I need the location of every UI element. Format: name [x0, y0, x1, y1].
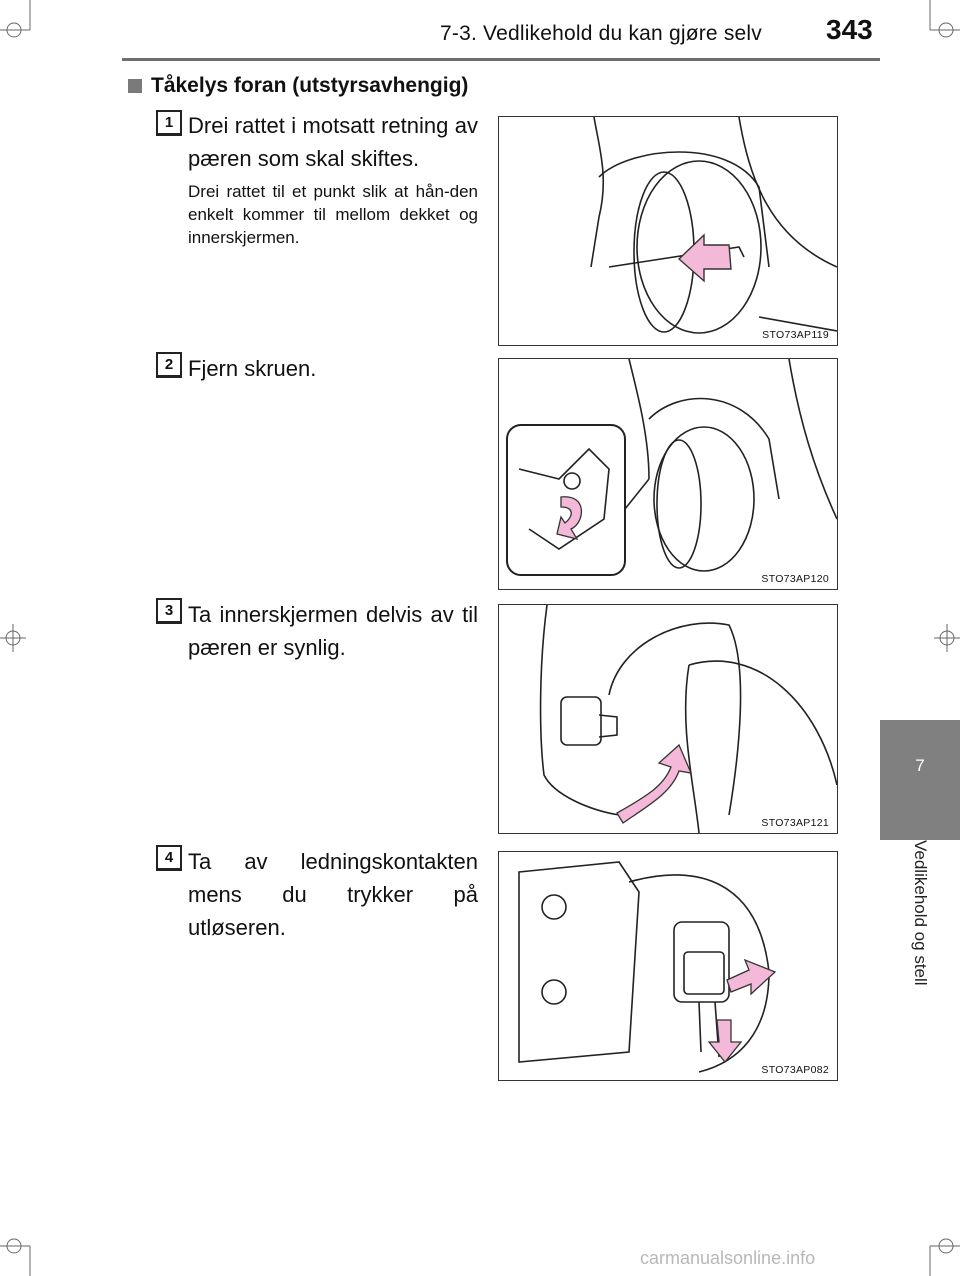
step-number-3: 3 — [156, 598, 182, 624]
step-1-sub-text: Drei rattet til et punkt slik at hån-den… — [188, 182, 478, 247]
watermark: carmanualsonline.info — [640, 1248, 816, 1268]
chapter-side-label-text: Vedlikehold og stell — [911, 840, 930, 986]
wheel-turned-illustration — [590, 117, 837, 334]
figure-step-1: STO73AP119 — [498, 116, 838, 346]
step-number-4: 4 — [156, 845, 182, 871]
figure-step-2: STO73AP120 — [498, 358, 838, 590]
section-heading: Tåkelys foran (utstyrsavhengig) — [128, 74, 468, 98]
step-4-main-text: Ta av ledningskontakten mens du trykker … — [188, 849, 478, 940]
square-bullet-icon — [128, 79, 142, 93]
figure-step-3: STO73AP121 — [498, 604, 838, 834]
page-number: 343 — [826, 14, 873, 45]
inner-fender-illustration — [539, 605, 837, 833]
figure-code-3: STO73AP121 — [761, 817, 829, 829]
connector-removal-illustration — [518, 861, 777, 1073]
section-heading-text: Tåkelys foran (utstyrsavhengig) — [151, 74, 469, 97]
step-number-1: 1 — [156, 110, 182, 136]
chapter-tab — [880, 720, 960, 840]
figure-code-4: STO73AP082 — [761, 1064, 829, 1076]
header-section-title: 7-3. Vedlikehold du kan gjøre selv — [440, 22, 762, 45]
step-2-main-text: Fjern skruen. — [188, 356, 317, 381]
header-rule — [122, 58, 880, 61]
step-3-main-text: Ta innerskjermen delvis av til pæren er … — [188, 602, 478, 660]
figure-code-1: STO73AP119 — [762, 329, 829, 341]
figure-code-2: STO73AP120 — [761, 573, 829, 585]
chapter-number: 7 — [915, 756, 925, 775]
screw-removal-illustration — [506, 359, 837, 576]
figure-step-4: STO73AP082 — [498, 851, 838, 1081]
chapter-side-label: Vedlikehold og stell — [880, 840, 960, 1060]
step-number-2: 2 — [156, 352, 182, 378]
step-1-main-text: Drei rattet i motsatt retning av pæren s… — [188, 113, 478, 171]
